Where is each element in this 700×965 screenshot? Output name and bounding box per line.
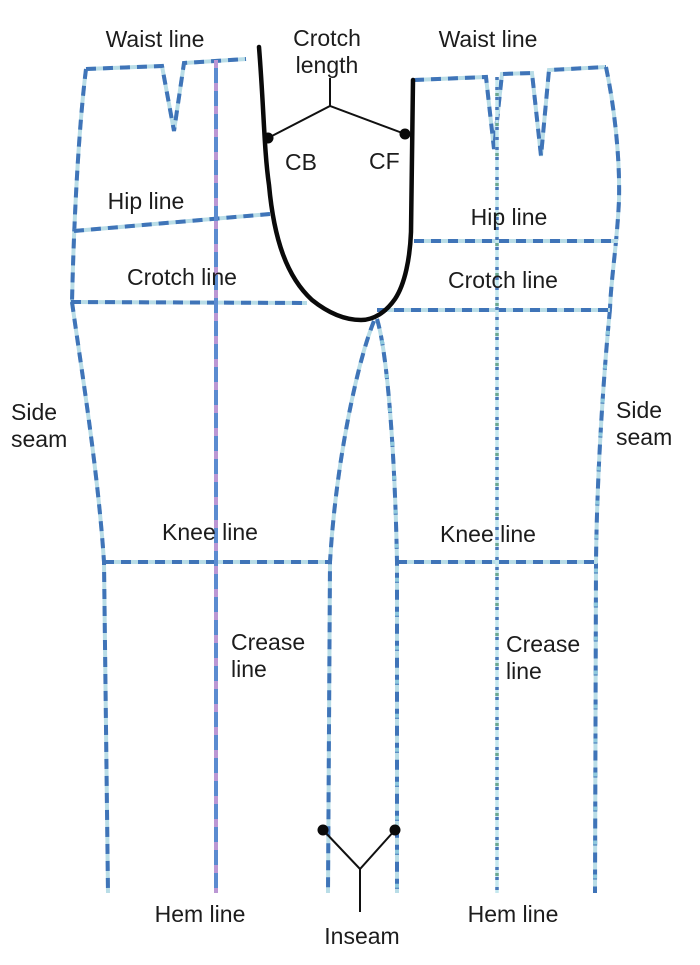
back-hip-line xyxy=(73,212,271,233)
side-seam-label-left-line2: seam xyxy=(11,426,68,452)
crease-line-label-left-line1: Crease xyxy=(231,629,306,655)
cb-point-marker xyxy=(262,132,274,144)
side-seam-label-right-line1: Side xyxy=(616,397,663,423)
crotch-curve-cb-cf xyxy=(256,44,416,323)
front-piece xyxy=(375,65,622,894)
back-crotch-line-dashes xyxy=(70,300,308,305)
waist-line-label-left: Waist line xyxy=(105,26,205,52)
front-outline xyxy=(375,65,622,894)
crease-line-label-right-line2: line xyxy=(506,658,542,684)
crotch-line-label-right: Crotch line xyxy=(448,267,558,293)
side-seam-label-left-line1: Side xyxy=(11,399,58,425)
knee-line-label-right: Knee line xyxy=(440,521,536,547)
crotch-line-label-left: Crotch line xyxy=(127,264,237,290)
inseam-pointer xyxy=(317,824,401,912)
cf-point-marker xyxy=(399,128,411,140)
hip-line-label-right: Hip line xyxy=(470,204,548,230)
back-piece xyxy=(70,57,376,894)
cb-label: CB xyxy=(285,149,317,175)
hem-line-label-left: Hem line xyxy=(154,901,246,927)
front-outline-accent-dashes xyxy=(375,308,612,894)
hip-line-label-left: Hip line xyxy=(107,188,185,214)
inseam-pointer-lines xyxy=(322,829,396,912)
crease-line-label-left-line2: line xyxy=(231,656,267,682)
inseam-left-marker xyxy=(317,824,329,836)
crotch-length-pointer-lines xyxy=(267,78,406,139)
crotch-length-pointer xyxy=(262,78,411,144)
waist-line-label-right: Waist line xyxy=(438,26,538,52)
inseam-right-marker xyxy=(389,824,401,836)
hem-line-label-right: Hem line xyxy=(467,901,559,927)
cf-label: CF xyxy=(369,148,400,174)
crease-line-label-right-line1: Crease xyxy=(506,631,581,657)
side-seam-label-right-line2: seam xyxy=(616,424,673,450)
back-outline-dashes xyxy=(70,57,376,894)
crotch-length-label-line2: length xyxy=(295,52,359,78)
inseam-label: Inseam xyxy=(324,923,400,949)
crotch-length-label-line1: Crotch xyxy=(293,25,361,51)
knee-line-label-left: Knee line xyxy=(162,519,258,545)
